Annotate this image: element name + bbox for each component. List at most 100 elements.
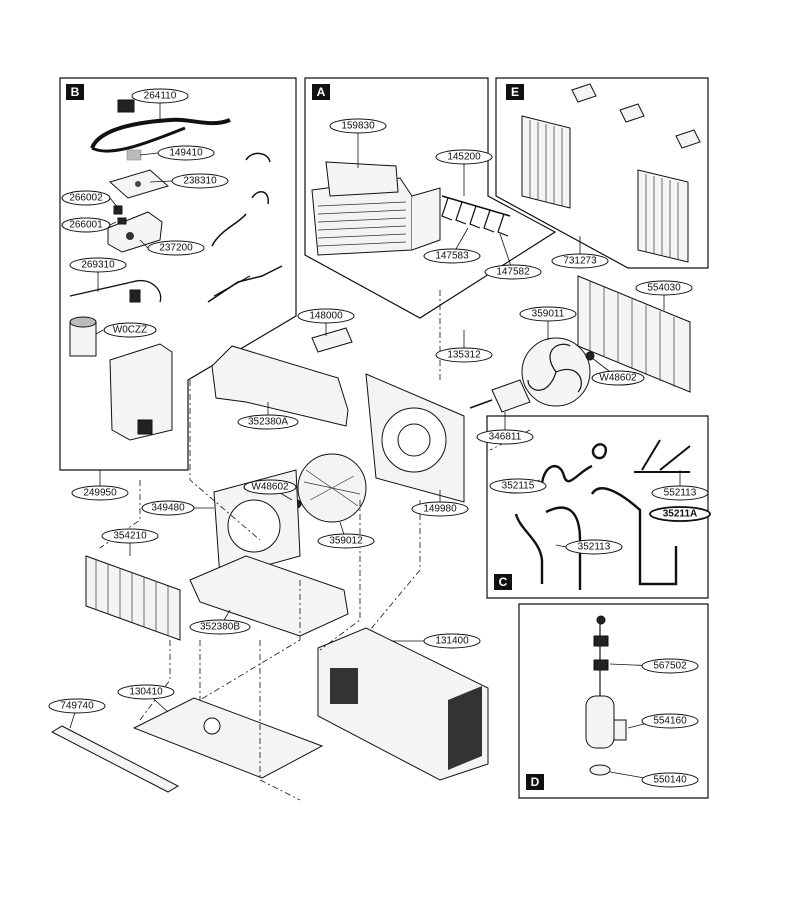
control-bracket: [109, 343, 173, 441]
louvers: [441, 195, 511, 237]
svg-text:554160: 554160: [653, 716, 687, 727]
svg-text:238310: 238310: [183, 176, 217, 187]
part-label-148000: 148000: [297, 308, 355, 324]
section-d-badge: D: [526, 774, 544, 790]
part-label-352380B: 352380B: [189, 619, 251, 635]
svg-text:147582: 147582: [496, 267, 530, 278]
orifice-bracket: [365, 373, 465, 503]
svg-text:A: A: [317, 85, 326, 99]
assembly-lines: [99, 290, 531, 801]
part-label-149980: 149980: [411, 501, 469, 517]
svg-text:E: E: [511, 85, 519, 99]
part-label-149410: 149410: [157, 145, 215, 161]
condenser-fan: [521, 337, 595, 407]
part-label-237200: 237200: [147, 240, 205, 256]
svg-text:266002: 266002: [69, 193, 103, 204]
part-label-352115: 352115: [489, 478, 547, 494]
svg-text:554030: 554030: [647, 283, 681, 294]
blower-housing: [213, 469, 301, 579]
section-c-frame: [486, 415, 709, 599]
front-grille: [311, 161, 441, 256]
bracket-148000: [311, 327, 353, 353]
svg-text:W48602: W48602: [251, 482, 289, 493]
svg-text:145200: 145200: [447, 152, 481, 163]
svg-text:552113: 552113: [664, 488, 697, 499]
mounting-brackets: [571, 83, 701, 149]
part-label-35211A: 35211A: [649, 506, 711, 522]
svg-text:B: B: [71, 85, 80, 99]
section-b-badge: B: [66, 84, 84, 100]
part-label-352113: 352113: [565, 539, 623, 555]
svg-text:269310: 269310: [81, 260, 115, 271]
section-e-badge: E: [506, 84, 524, 100]
fan-motor: [469, 379, 531, 413]
part-label-147583: 147583: [423, 248, 481, 264]
svg-text:W0CZZ: W0CZZ: [113, 325, 147, 336]
part-label-749740: 749740: [48, 698, 106, 714]
svg-text:354210: 354210: [113, 531, 147, 542]
part-label-159830: 159830: [329, 118, 387, 134]
part-label-266002: 266002: [61, 190, 111, 206]
part-label-731273: 731273: [551, 253, 609, 269]
part-label-135312: 135312: [435, 347, 493, 363]
part-label-554160: 554160: [641, 713, 699, 729]
thermistor-sensor: [69, 279, 162, 303]
part-label-W0CZZ: W0CZZ: [103, 322, 157, 338]
svg-text:550140: 550140: [653, 775, 687, 786]
svg-text:148000: 148000: [309, 311, 343, 322]
svg-text:349480: 349480: [151, 503, 185, 514]
refrigerant-tubing: [514, 439, 691, 590]
side-curtain-right: [637, 169, 689, 263]
part-label-550140: 550140: [641, 772, 699, 788]
section-a-badge: A: [312, 84, 330, 100]
outer-cabinet: [317, 627, 489, 781]
svg-text:35211A: 35211A: [663, 509, 697, 520]
part-label-130410: 130410: [117, 684, 175, 700]
part-label-W48602-blower: W48602: [243, 479, 297, 495]
condenser-coil: [577, 275, 691, 393]
part-label-352380A: 352380A: [237, 414, 299, 430]
part-label-359011: 359011: [519, 306, 577, 322]
svg-text:359012: 359012: [329, 536, 363, 547]
svg-text:352113: 352113: [578, 542, 611, 553]
part-label-147582: 147582: [484, 264, 542, 280]
capacitor: [69, 316, 97, 357]
section-e-frame: [495, 77, 709, 269]
svg-text:749740: 749740: [60, 701, 94, 712]
foam-strip: [126, 149, 142, 161]
svg-text:131400: 131400: [435, 636, 469, 647]
svg-text:147583: 147583: [435, 251, 469, 262]
section-c-badge: C: [494, 574, 512, 590]
part-label-354210: 354210: [101, 528, 159, 544]
drain-pan-upper: [211, 345, 349, 427]
svg-text:352115: 352115: [502, 481, 535, 492]
part-label-145200: 145200: [435, 149, 493, 165]
wire-harnesses: [207, 152, 283, 303]
part-label-349480: 349480: [141, 500, 195, 516]
svg-text:130410: 130410: [129, 687, 163, 698]
section-a-frame: [304, 77, 557, 319]
part-label-266001: 266001: [61, 217, 111, 233]
svg-text:149410: 149410: [169, 148, 203, 159]
part-label-567502: 567502: [641, 658, 699, 674]
part-label-131400: 131400: [423, 633, 481, 649]
svg-text:264110: 264110: [144, 91, 177, 102]
evaporator-coil: [85, 555, 181, 641]
part-label-264110: 264110: [131, 88, 189, 104]
compressor: [585, 615, 627, 776]
power-cord: [90, 99, 231, 153]
part-label-346811: 346811: [476, 429, 534, 445]
drain-pan-lower: [189, 555, 349, 637]
svg-text:352380A: 352380A: [248, 417, 288, 428]
svg-text:266001: 266001: [69, 220, 103, 231]
side-curtain-left: [521, 115, 571, 209]
svg-text:249950: 249950: [83, 488, 117, 499]
svg-text:352380B: 352380B: [200, 622, 240, 633]
part-label-238310: 238310: [171, 173, 229, 189]
rail-749740: [50, 725, 180, 793]
control-box: [107, 205, 163, 253]
svg-text:D: D: [531, 775, 540, 789]
part-label-552113: 552113: [651, 485, 709, 501]
svg-text:159830: 159830: [341, 121, 375, 132]
svg-text:149980: 149980: [423, 504, 457, 515]
